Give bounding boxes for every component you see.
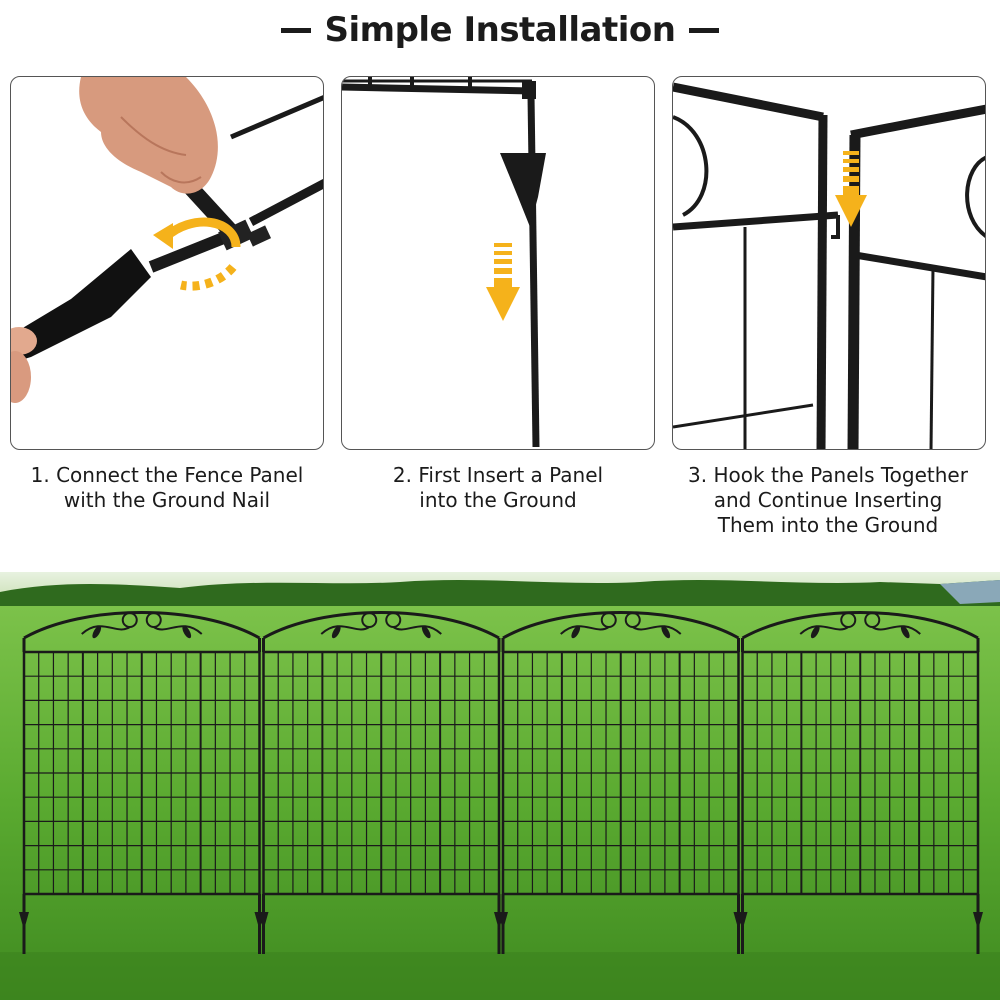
step-3-caption-line2: and Continue Inserting (713, 488, 943, 512)
step-1-caption: 1. Connect the Fence Panel with the Grou… (2, 463, 332, 513)
fence-panel (258, 611, 504, 954)
step-1-image (10, 76, 324, 450)
header-dash-right (689, 27, 720, 33)
step-1-caption-line2: with the Ground Nail (63, 488, 271, 512)
step-3-caption-line1: 3. Hook the Panels Together (688, 463, 968, 487)
section-header: Simple Installation (0, 8, 1000, 52)
step-3-caption-line3: Them into the Ground (717, 513, 939, 537)
step-2-caption-line2: into the Ground (419, 488, 577, 512)
fence-illustration (0, 572, 1000, 1000)
step-2-caption-line1: 2. First Insert a Panel (392, 463, 604, 487)
header-dash-left (280, 27, 311, 33)
step-2-caption: 2. First Insert a Panel into the Ground (333, 463, 663, 513)
step-1-caption-line1: 1. Connect the Fence Panel (30, 463, 304, 487)
rotate-arrow-icon (153, 217, 241, 291)
step-2-image (341, 76, 655, 450)
down-arrow-icon (835, 151, 867, 227)
fence-panel (737, 611, 983, 954)
step-3-image (672, 76, 986, 450)
fence-panel (498, 611, 744, 954)
page-title: Simple Installation (324, 10, 676, 50)
step-3-caption: 3. Hook the Panels Together and Continue… (663, 463, 993, 538)
fence-panel (19, 611, 265, 954)
fence-photo (0, 572, 1000, 1000)
down-arrow-icon (486, 243, 520, 321)
